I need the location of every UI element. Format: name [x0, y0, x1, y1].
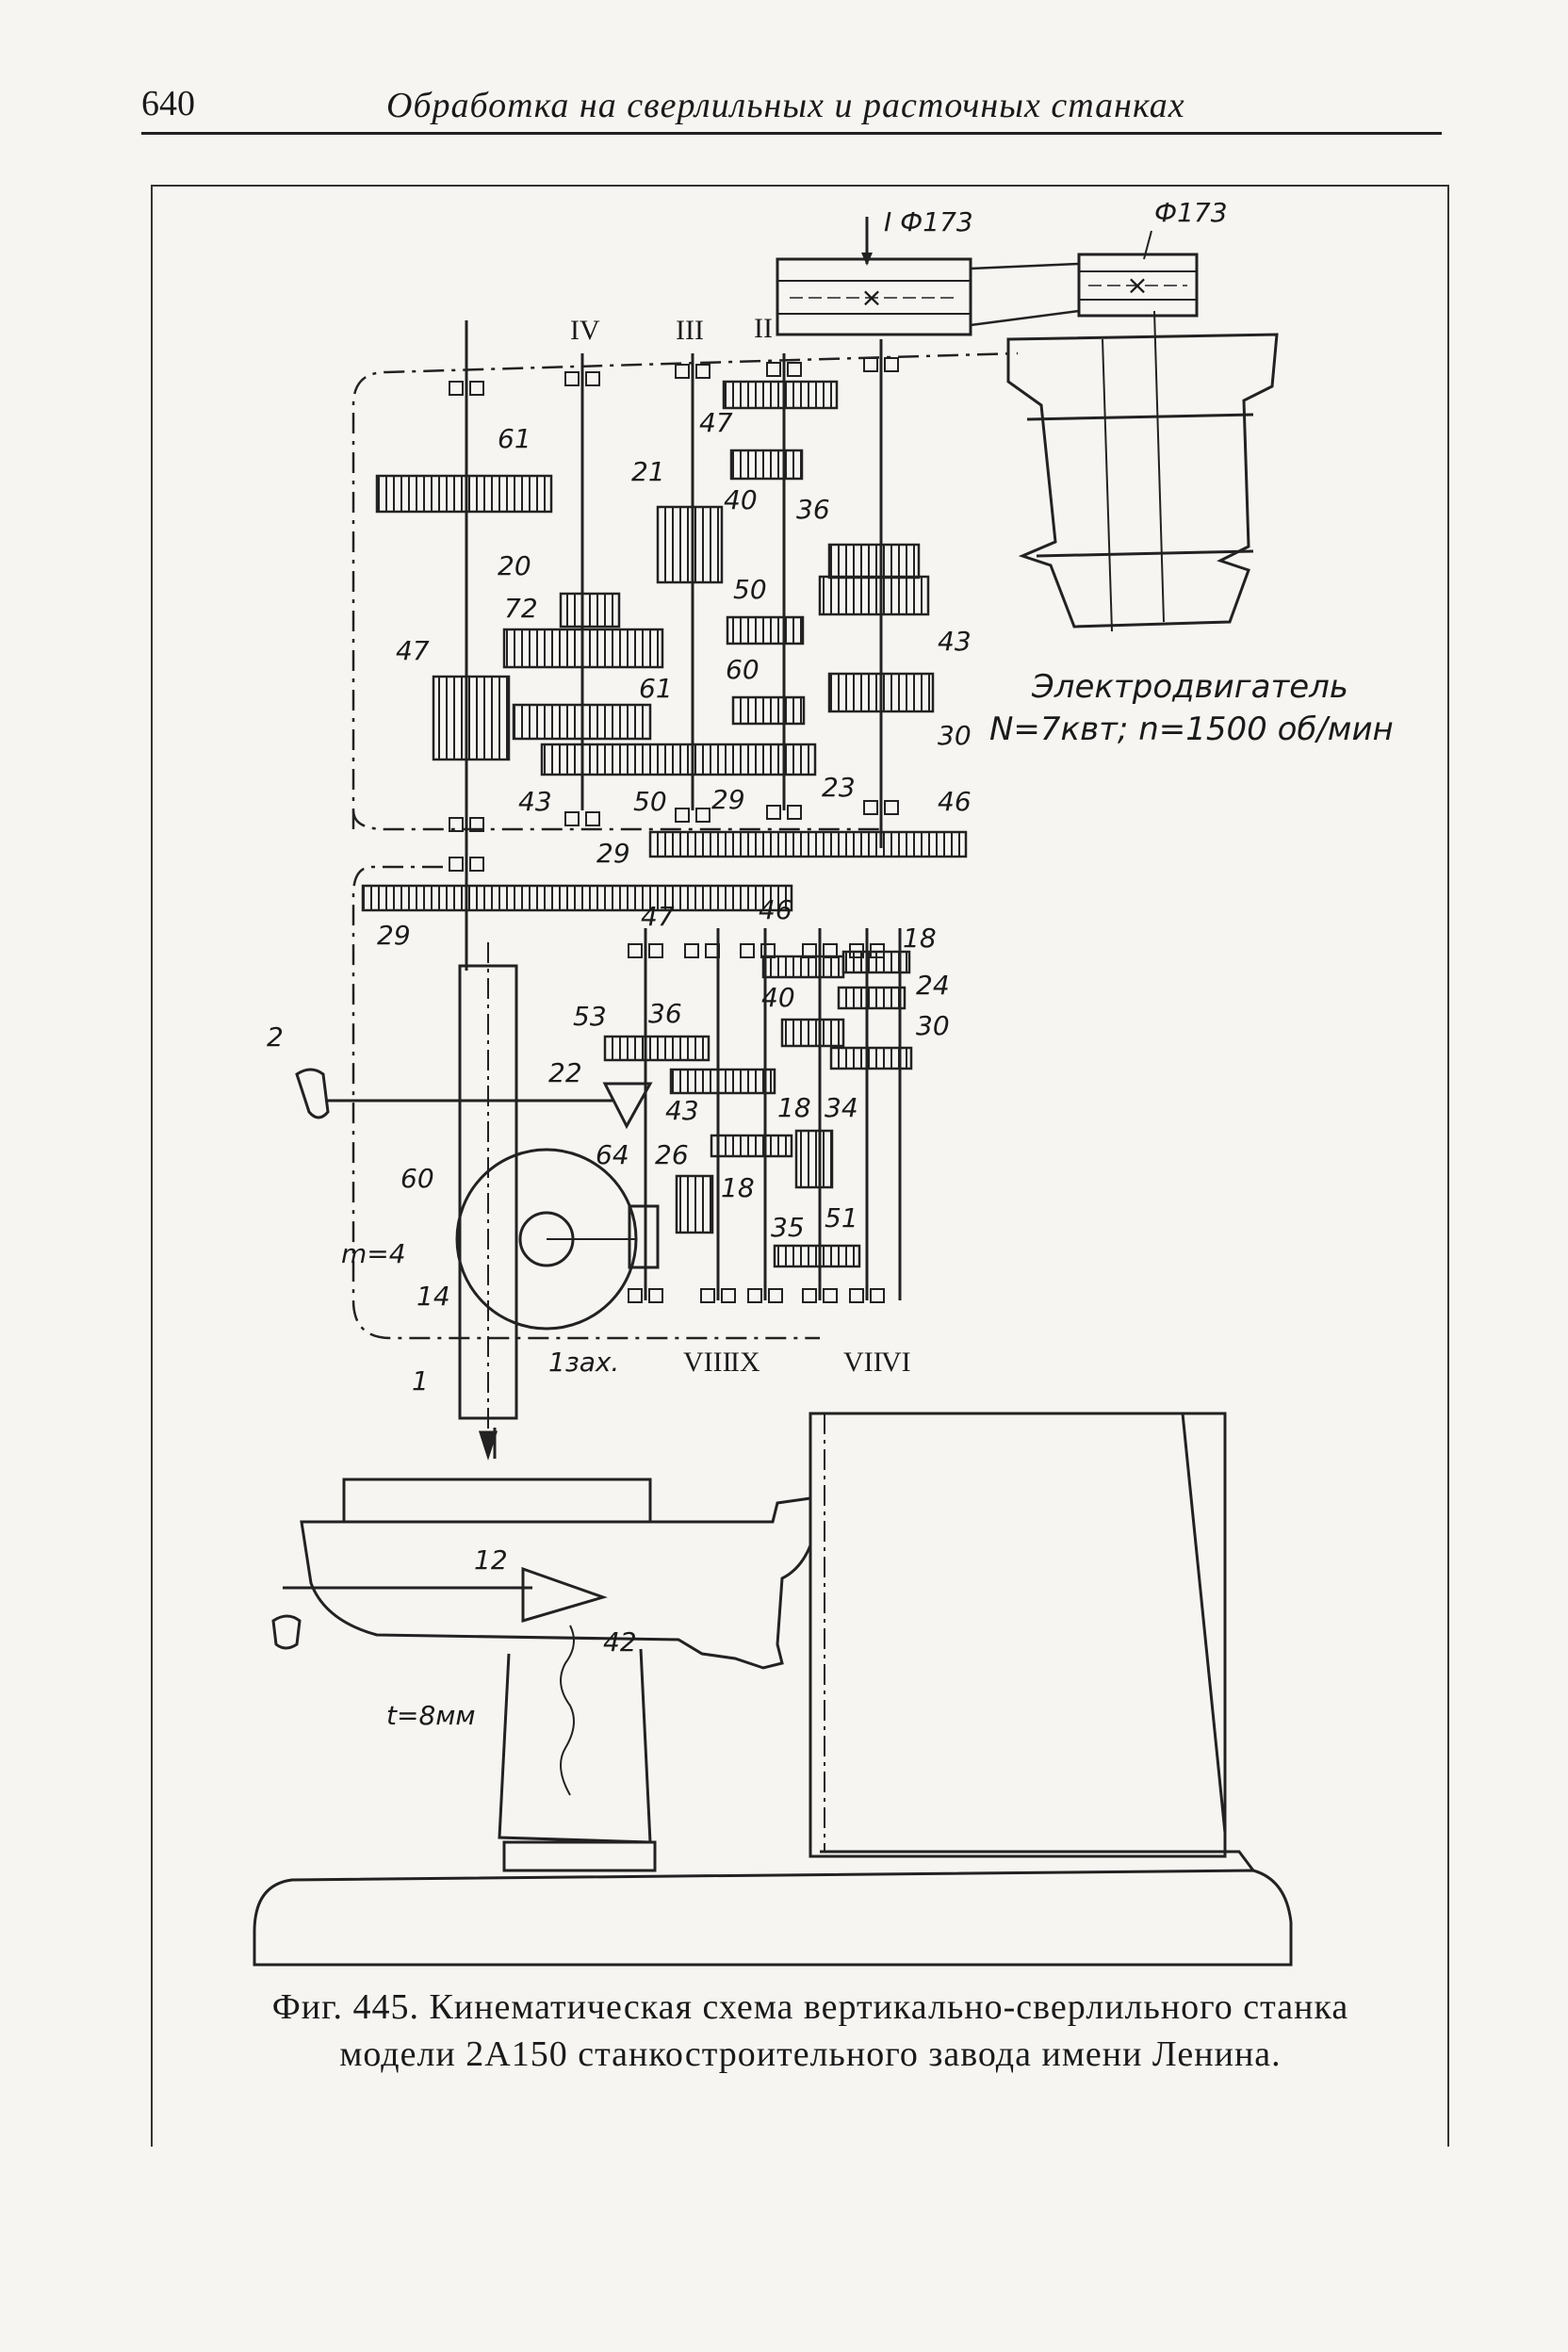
gear-label-29c: 29 — [377, 920, 411, 951]
bevel-label-42: 42 — [603, 1626, 637, 1658]
gear-label-40b: 40 — [761, 982, 795, 1013]
shaft-III-label: III — [676, 315, 704, 346]
shaft-VII-label: VII — [843, 1347, 883, 1378]
caption-line-1: Фиг. 445. Кинематическая схема вертикаль… — [271, 1987, 1349, 2027]
gear-label-18b: 18 — [777, 1092, 811, 1123]
gearbox-housing-split — [351, 809, 886, 831]
shaft-IV-label: IV — [570, 315, 600, 346]
handle-label-2: 2 — [267, 1021, 284, 1053]
gear-label-36a: 36 — [796, 494, 830, 525]
shaft-IX-label: IX — [730, 1347, 760, 1378]
gear-label-18a: 18 — [903, 923, 937, 954]
shaft-II-label: II — [754, 313, 773, 344]
shaft-VIII-label: VIII — [683, 1347, 732, 1378]
figure-caption: Фиг. 445. Кинематическая схема вертикаль… — [254, 1984, 1366, 2078]
gear-label-36b: 36 — [648, 998, 682, 1029]
gear-label-43c: 43 — [665, 1095, 699, 1126]
gear-label-53: 53 — [573, 1001, 607, 1032]
gear-label-21: 21 — [631, 456, 665, 487]
gear-label-60b: 60 — [400, 1163, 434, 1194]
gear-label-60a: 60 — [726, 654, 760, 685]
caption-line-2: модели 2А150 станкостроительного завода … — [339, 2034, 1282, 2074]
gear-label-61b: 61 — [639, 673, 673, 704]
gear-label-47a: 47 — [396, 635, 430, 666]
gear-label-35: 35 — [771, 1212, 805, 1243]
gear-label-22: 22 — [548, 1057, 582, 1088]
pitch-label: t=8мм — [386, 1700, 476, 1731]
motor-label: Электродвигатель — [1031, 668, 1348, 706]
gear-label-29a: 29 — [711, 784, 745, 815]
figure-frame — [151, 185, 1449, 2147]
gear-label-26: 26 — [655, 1139, 689, 1170]
svg-text:×: × — [1126, 270, 1148, 301]
shafts — [465, 320, 902, 1300]
running-title: Обработка на сверлильных и расточных ста… — [386, 86, 1185, 125]
electric-motor — [1006, 310, 1279, 632]
gearbox-housing-lower — [351, 865, 820, 1340]
gear-label-18c: 18 — [721, 1172, 755, 1203]
spindle-label-1: 1 — [412, 1365, 429, 1396]
gear-label-50a: 50 — [633, 786, 667, 817]
gear-label-46b: 46 — [759, 894, 792, 925]
gear-label-30b: 30 — [916, 1010, 950, 1041]
gear-label-47c: 47 — [641, 901, 675, 932]
gearbox-housing-upper — [351, 351, 1019, 829]
gear-label-20: 20 — [498, 550, 531, 581]
gear-label-51: 51 — [825, 1202, 858, 1233]
svg-text:×: × — [860, 282, 882, 313]
gear-label-34: 34 — [825, 1092, 858, 1123]
gear-label-24: 24 — [916, 970, 950, 1001]
driven-pulley-label: Ф173 — [1154, 197, 1228, 228]
shaft-VI-label: VI — [881, 1347, 911, 1378]
page-header: 640 Обработка на сверлильных и расточных… — [141, 77, 1442, 135]
gear-label-40a: 40 — [724, 484, 758, 515]
gears — [361, 380, 968, 1268]
module-label: m=4 — [341, 1238, 406, 1269]
machine-base — [253, 1412, 1293, 1967]
gear-label-46a: 46 — [938, 786, 972, 817]
gear-label-50b: 50 — [733, 574, 767, 605]
gear-label-64: 64 — [596, 1139, 629, 1170]
gear-label-47b: 47 — [699, 407, 733, 438]
belt-drive: × × — [776, 217, 1199, 336]
gear-label-72: 72 — [504, 593, 538, 624]
gear-label-23: 23 — [822, 772, 856, 803]
spindle-assembly — [295, 942, 660, 1461]
motor-spec: N=7квт; n=1500 об/мин — [989, 710, 1394, 748]
drive-pulley-label: I Ф173 — [884, 206, 973, 237]
gear-label-30a: 30 — [938, 720, 972, 751]
gear-label-43b: 43 — [938, 626, 972, 657]
bevel-label-12: 12 — [474, 1544, 508, 1576]
gear-label-43a: 43 — [518, 786, 552, 817]
page-number: 640 — [141, 84, 195, 123]
gear-label-29b: 29 — [596, 838, 630, 869]
gear-label-14: 14 — [416, 1281, 450, 1312]
worm-label: 1зах. — [548, 1347, 619, 1378]
gear-label-61a: 61 — [498, 423, 531, 454]
